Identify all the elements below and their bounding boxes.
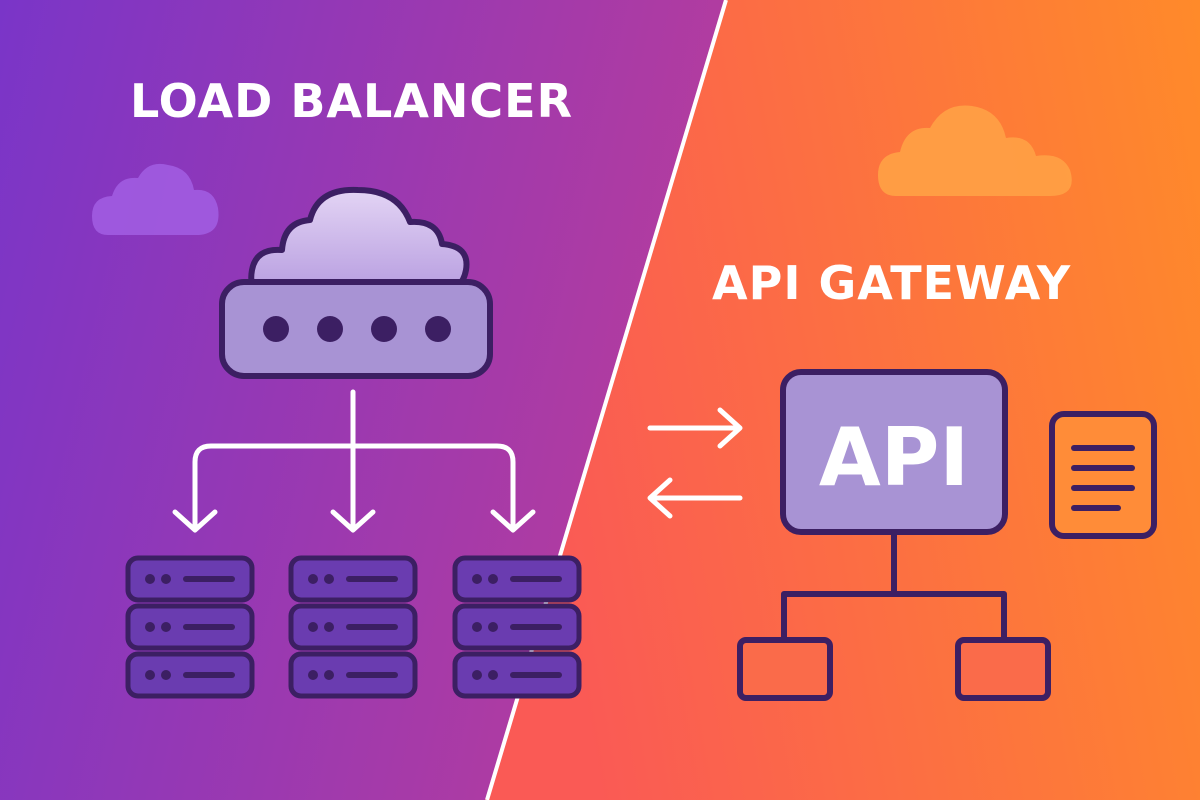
server-stacks [125,555,582,699]
api-child-nodes [737,637,1051,701]
indicator-dot [371,316,397,342]
api-gateway-icon: API [780,369,1008,535]
request-response-arrows [647,407,743,519]
server-led [145,574,155,584]
distribution-arrows [172,389,536,533]
api-tree-connectors [781,529,1007,643]
load-balancer-cloud-icon [248,186,470,295]
server-led [324,622,334,632]
response-arrowhead-icon [647,477,673,519]
server-led [472,622,482,632]
load-balancer-indicator-dots [263,316,451,342]
server-stack-icon [288,555,418,699]
decor-cloud-left-icon [92,163,219,235]
server-led [145,670,155,680]
api-gateway-title: API GATEWAY [712,256,1072,310]
server-stack-icon [452,555,582,699]
arrowhead-right-icon [490,509,536,533]
load-balancer-device [219,279,493,379]
server-led [161,670,171,680]
server-led [145,622,155,632]
server-led [324,670,334,680]
indicator-dot [317,316,343,342]
request-arrowhead-icon [717,407,743,449]
server-led [308,574,318,584]
decor-cloud-right-icon [878,105,1072,196]
server-led [161,622,171,632]
server-stack-icon [125,555,255,699]
server-led [488,574,498,584]
indicator-dot [263,316,289,342]
server-led [488,622,498,632]
api-child-node [737,637,833,701]
api-document-icon [1049,411,1157,539]
api-child-node [955,637,1051,701]
server-led [308,622,318,632]
server-led [488,670,498,680]
load-balancer-title: LOAD BALANCER [130,74,574,128]
server-led [308,670,318,680]
indicator-dot [425,316,451,342]
server-led [472,670,482,680]
api-label: API [819,411,969,504]
server-led [324,574,334,584]
server-led [161,574,171,584]
server-led [472,574,482,584]
arrowhead-left-icon [172,509,218,533]
branch-line [192,443,516,531]
load-balancer-icon [219,186,493,379]
arrowhead-center-icon [330,509,376,533]
